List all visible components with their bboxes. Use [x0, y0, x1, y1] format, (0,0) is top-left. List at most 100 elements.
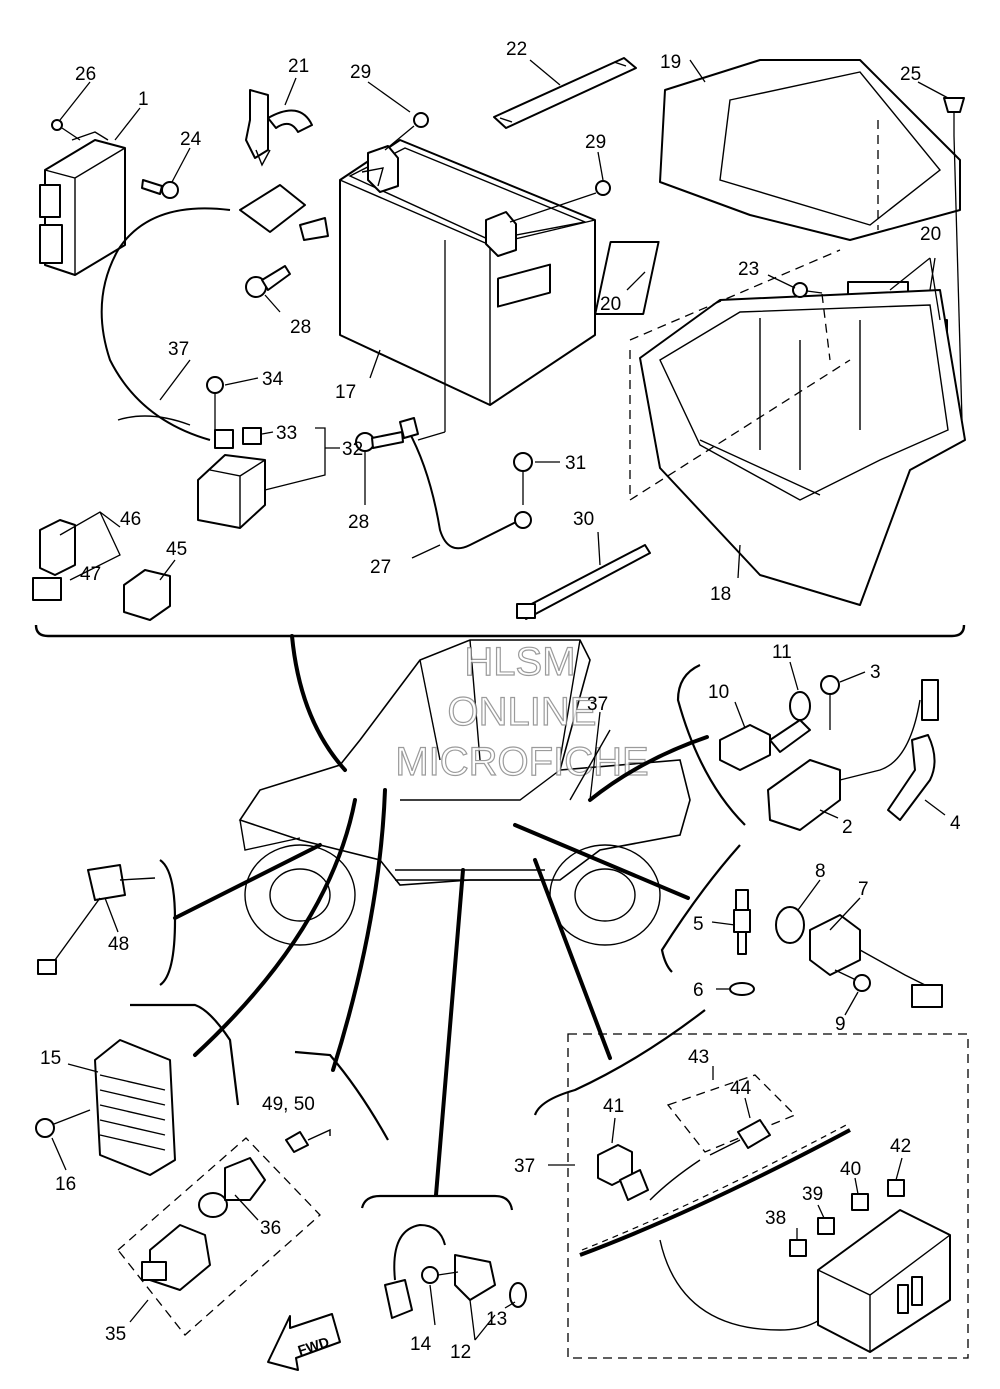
sensor-48[interactable] [37, 864, 156, 975]
clip-21[interactable] [245, 89, 313, 167]
callout-12: 12 [450, 1342, 471, 1363]
callout-8: 8 [815, 861, 826, 882]
watermark-line2: ONLINE [448, 690, 597, 734]
bolt-34[interactable] [206, 376, 224, 430]
bolt-14[interactable] [421, 1266, 459, 1284]
connector-45[interactable] [123, 569, 171, 621]
callout-38: 38 [765, 1208, 786, 1229]
callout-3: 3 [870, 662, 881, 683]
nut-36[interactable] [198, 1157, 266, 1218]
callout-36: 36 [260, 1218, 281, 1239]
o-ring-13[interactable] [509, 1282, 527, 1308]
battery-cover[interactable] [659, 59, 961, 241]
connector-cover-46[interactable] [39, 519, 76, 576]
battery-strap[interactable] [493, 57, 637, 129]
callout-1: 1 [138, 89, 149, 110]
callout-7: 7 [858, 879, 869, 900]
dashed-box-43 [666, 1074, 797, 1153]
rectifier-regulator[interactable] [94, 1039, 176, 1176]
bracket-48 [159, 859, 177, 986]
ignition-coil[interactable] [767, 699, 921, 831]
bracket-12 [360, 1194, 514, 1211]
gasket-6[interactable] [729, 982, 755, 996]
callout-45: 45 [166, 539, 187, 560]
wire-harness-37-top[interactable] [100, 184, 329, 441]
bolt-24[interactable] [141, 179, 179, 199]
nut-29-right[interactable] [595, 180, 611, 196]
leader-15 [193, 798, 357, 1057]
callout-20-left: 20 [600, 294, 621, 315]
leader-4950 [331, 788, 387, 1072]
switch-35[interactable] [141, 1224, 211, 1291]
watermark-line3: MICROFICHE [395, 740, 648, 784]
leader-12 [434, 868, 465, 1197]
screw-23[interactable] [792, 282, 831, 361]
battery-box[interactable] [629, 249, 966, 606]
battery[interactable] [339, 139, 596, 406]
callout-28-top: 28 [290, 317, 311, 338]
callout-leaders [51, 59, 949, 1341]
section-bracket [34, 624, 966, 638]
starter-relay[interactable] [197, 429, 266, 529]
sub-harness-44[interactable] [649, 1119, 771, 1201]
callout-13: 13 [486, 1309, 507, 1330]
battery-cable-27[interactable] [399, 240, 532, 550]
callout-17: 17 [335, 382, 356, 403]
bracket-15 [130, 1003, 240, 1106]
sensor-10[interactable] [719, 719, 811, 771]
callout-20-right: 20 [920, 224, 941, 245]
key-49-50[interactable] [285, 1128, 331, 1153]
fuse-box[interactable] [817, 1209, 951, 1353]
leader-48 [173, 843, 322, 920]
bracket-4950 [294, 1050, 389, 1141]
fuse-39[interactable] [817, 1217, 835, 1235]
bolt-31[interactable] [513, 452, 533, 505]
callout-33: 33 [276, 423, 297, 444]
ecu-unit[interactable] [39, 131, 126, 276]
callout-5: 5 [693, 914, 704, 935]
plug-cap[interactable] [887, 679, 939, 821]
pad-20-a[interactable] [594, 241, 660, 315]
vehicle-outline [238, 639, 691, 946]
bracket-5-9 [660, 844, 741, 973]
bolt-16[interactable] [35, 1109, 91, 1138]
wire-37-vehicle [569, 729, 611, 801]
connector-47[interactable] [32, 577, 62, 601]
o-ring-11[interactable] [789, 691, 811, 721]
callout-37-bottom: 37 [514, 1156, 535, 1177]
nut-29-left[interactable] [413, 112, 429, 128]
fwd-arrow: FWD [267, 1313, 341, 1371]
speed-sensor[interactable] [384, 1223, 496, 1319]
fuse-33[interactable] [242, 427, 262, 445]
bolt-3[interactable] [820, 675, 840, 730]
callout-46: 46 [120, 509, 141, 530]
small-screw-26[interactable] [51, 119, 81, 141]
watermark-line1: HLSM [464, 640, 575, 684]
fuse-42[interactable] [887, 1179, 905, 1197]
relay-41[interactable] [597, 1144, 649, 1201]
bolt-9[interactable] [834, 969, 871, 992]
callout-43: 43 [688, 1047, 709, 1068]
callout-22: 22 [506, 39, 527, 60]
callout-9: 9 [835, 1014, 846, 1035]
callout-6: 6 [693, 980, 704, 1001]
cable-tie[interactable] [516, 544, 651, 620]
sensor-7[interactable] [809, 914, 943, 1008]
callout-39: 39 [802, 1184, 823, 1205]
o-ring-8[interactable] [775, 906, 805, 944]
bolt-28-bottom[interactable] [355, 431, 404, 452]
callout-18: 18 [710, 584, 731, 605]
callout-4: 4 [950, 813, 961, 834]
spark-plug[interactable] [733, 889, 751, 955]
callout-44: 44 [730, 1078, 752, 1099]
callout-26: 26 [75, 64, 96, 85]
fastener-25[interactable] [943, 97, 965, 421]
fuse-38[interactable] [789, 1239, 807, 1257]
callout-49-50: 49, 50 [262, 1094, 315, 1115]
fuse-40[interactable] [851, 1193, 869, 1211]
callout-30: 30 [573, 509, 594, 530]
leader-upper-left [290, 634, 347, 772]
bolt-28-top[interactable] [245, 265, 291, 298]
callout-21: 21 [288, 56, 309, 77]
bracket-1-4 [676, 663, 746, 826]
